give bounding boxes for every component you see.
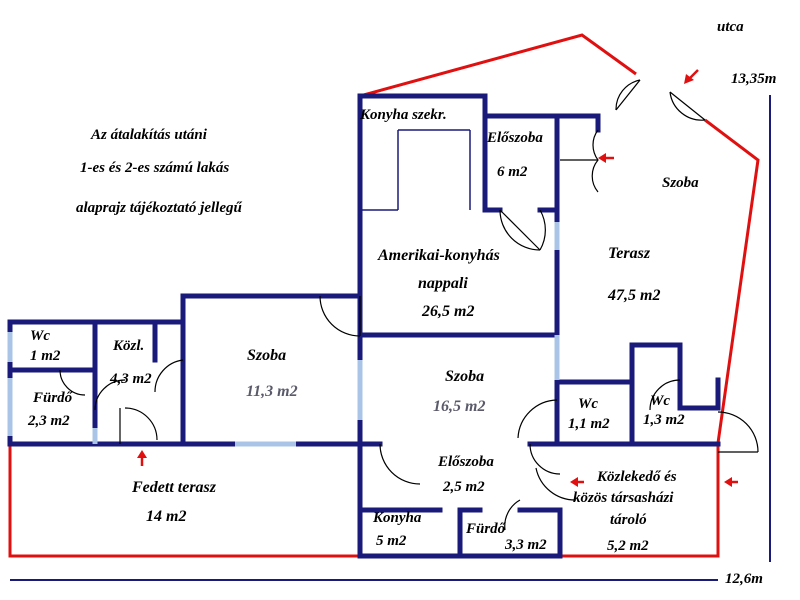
kozl-area: 4,3 m2 [109,371,152,387]
terasz-name: Terasz [608,245,651,262]
dimension-lines [10,95,771,581]
nappali-area: 26,5 m2 [421,303,474,320]
door-swings [59,79,759,531]
szoba-left-area: 11,3 m2 [246,383,298,400]
nappali-name-1: Amerikai-konyhás [377,247,500,264]
wc-mid-name: Wc [578,396,598,412]
furdo-left-name: Fürdő [32,390,74,406]
furdo-bottom-name: Fürdő [465,521,507,537]
konyha-szekreny-label: Konyha szekr. [359,107,447,123]
note-line-1: Az átalakítás utáni [90,127,208,143]
kozlekedo-area: 5,2 m2 [607,538,649,554]
arrow-street [684,69,699,84]
wc-mid-area: 1,1 m2 [568,416,610,432]
arrow-fedett [137,450,147,466]
eloszoba-bottom-area: 2,5 m2 [442,479,485,495]
szoba-left-name: Szoba [247,347,286,364]
kozl-name: Közl. [112,338,144,354]
wc-right-area: 1,3 m2 [643,412,685,428]
dimension-right: 13,35m [731,71,776,87]
eloszoba-bottom-name: Előszoba [437,454,494,470]
fedett-terasz-area: 14 m2 [146,508,186,525]
arrow-kozlekedo-right [724,477,738,487]
arrow-eloszoba [598,153,614,163]
kozlekedo-name-3: tároló [610,512,647,528]
street-label: utca [717,19,744,35]
kozlekedo-name-1: Közlekedő és [596,469,677,485]
windows [7,222,560,447]
konyha-area: 5 m2 [376,533,407,549]
furdo-bottom-area: 3,3 m2 [504,537,547,553]
szoba-mid-name: Szoba [445,368,484,385]
dimension-bottom: 12,6m [725,571,763,587]
fedett-terasz-name: Fedett terasz [131,479,217,496]
walls-main [357,93,721,559]
konyha-name: Konyha [372,510,422,526]
eloszoba-top-area: 6 m2 [497,164,528,180]
furdo-left-area: 2,3 m2 [27,413,70,429]
terasz-area: 47,5 m2 [607,287,660,304]
szoba-mid-area: 16,5 m2 [433,398,485,415]
wc-left-area: 1 m2 [30,348,61,364]
eloszoba-top-name: Előszoba [486,130,543,146]
nappali-name-2: nappali [418,275,468,292]
kozlekedo-name-2: közös társasházi [573,490,674,506]
wc-right-name: Wc [650,393,670,409]
wc-left-name: Wc [30,328,50,344]
entrance-arrows [137,69,738,487]
red-boundary [8,33,760,558]
szoba-ne-name: Szoba [662,175,699,191]
note-line-2: 1-es és 2-es számú lakás [80,160,229,176]
arrow-kozlekedo-left [570,477,584,487]
note-line-3: alaprajz tájékoztató jellegű [76,200,242,216]
